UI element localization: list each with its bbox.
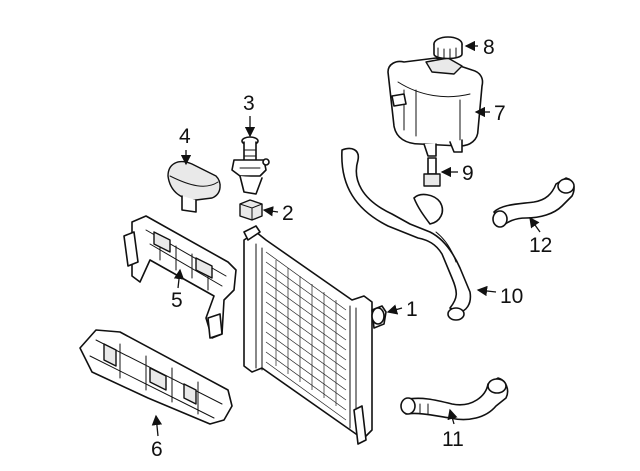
callout-4: 4 [179, 125, 191, 148]
callout-1: 1 [406, 298, 418, 321]
callout-6: 6 [151, 438, 163, 461]
lower-air-deflector [79, 329, 233, 425]
callout-11: 11 [442, 428, 464, 451]
grommet [239, 199, 263, 221]
callout-7: 7 [494, 102, 506, 125]
leader-10 [476, 285, 497, 297]
lower-radiator-hose [400, 377, 509, 421]
radiator-core-fins [265, 251, 347, 421]
bracket-cap [167, 160, 221, 213]
leader-5 [173, 268, 185, 289]
callout-9: 9 [462, 162, 474, 185]
radiator-support-bracket [123, 215, 237, 339]
callout-2: 2 [282, 202, 294, 225]
radiator [243, 225, 387, 445]
leader-6 [151, 414, 163, 437]
leader-12 [529, 216, 541, 233]
bleed-screw [423, 157, 441, 187]
callout-labels: 1 2 3 4 5 6 7 8 9 10 11 12 [151, 36, 552, 461]
coolant-hose-short [492, 177, 575, 228]
callout-12: 12 [529, 234, 552, 257]
leader-11 [447, 408, 458, 425]
leader-2 [262, 206, 279, 217]
expansion-tank [387, 57, 484, 157]
leader-1 [386, 304, 403, 315]
upper-radiator-hose [341, 147, 472, 321]
expansion-tank-cap [433, 36, 463, 60]
callout-8: 8 [483, 36, 495, 59]
callout-5: 5 [171, 289, 183, 312]
coolant-sensor [231, 136, 270, 195]
callout-10: 10 [500, 285, 523, 308]
leader-lines [151, 40, 541, 437]
callout-3: 3 [243, 92, 255, 115]
